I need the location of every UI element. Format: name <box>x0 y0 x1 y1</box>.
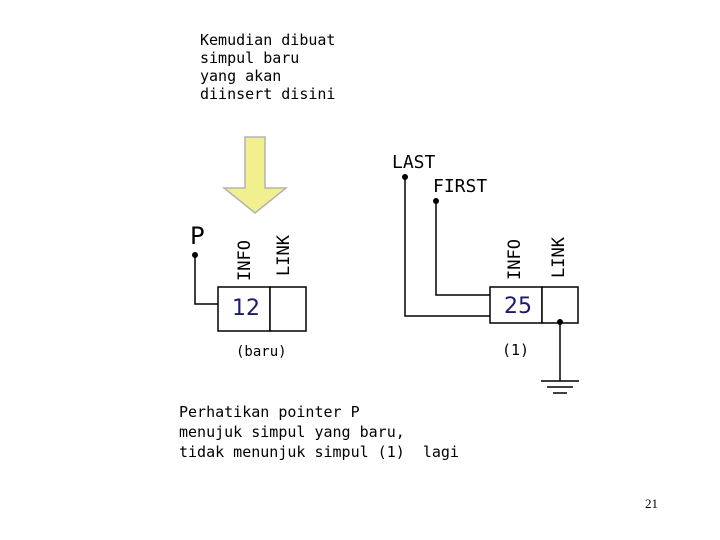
pointer-last-label: LAST <box>392 152 436 173</box>
new-node-value: 12 <box>232 296 260 321</box>
page-number: 21 <box>645 496 658 511</box>
pointer-first-label: FIRST <box>433 176 488 197</box>
pointer-p-label: P <box>190 222 205 250</box>
node-1-link-box <box>541 286 579 324</box>
node-1-info-box <box>489 286 543 324</box>
insert-note: Kemudian dibuat simpul baru yang akan di… <box>200 31 336 103</box>
new-node-link-label: LINK <box>274 235 294 276</box>
new-node-info-box <box>217 286 271 332</box>
down-arrow-icon <box>221 136 289 214</box>
pointer-last-line <box>402 174 490 317</box>
new-node-caption: (baru) <box>236 344 287 360</box>
ground-null-icon <box>541 380 579 394</box>
node-1-info-label: INFO <box>505 239 525 280</box>
pointer-note: Perhatikan pointer P menujuk simpul yang… <box>179 403 459 461</box>
null-link-line <box>557 319 563 381</box>
node-1-link-label: LINK <box>549 237 569 278</box>
new-node-link-box <box>269 286 307 332</box>
pointer-p-line <box>192 252 218 305</box>
new-node-info-label: INFO <box>235 240 255 281</box>
node-1-value: 25 <box>504 294 532 319</box>
pointer-first-line <box>433 198 490 296</box>
node-1-caption: (1) <box>502 341 530 359</box>
